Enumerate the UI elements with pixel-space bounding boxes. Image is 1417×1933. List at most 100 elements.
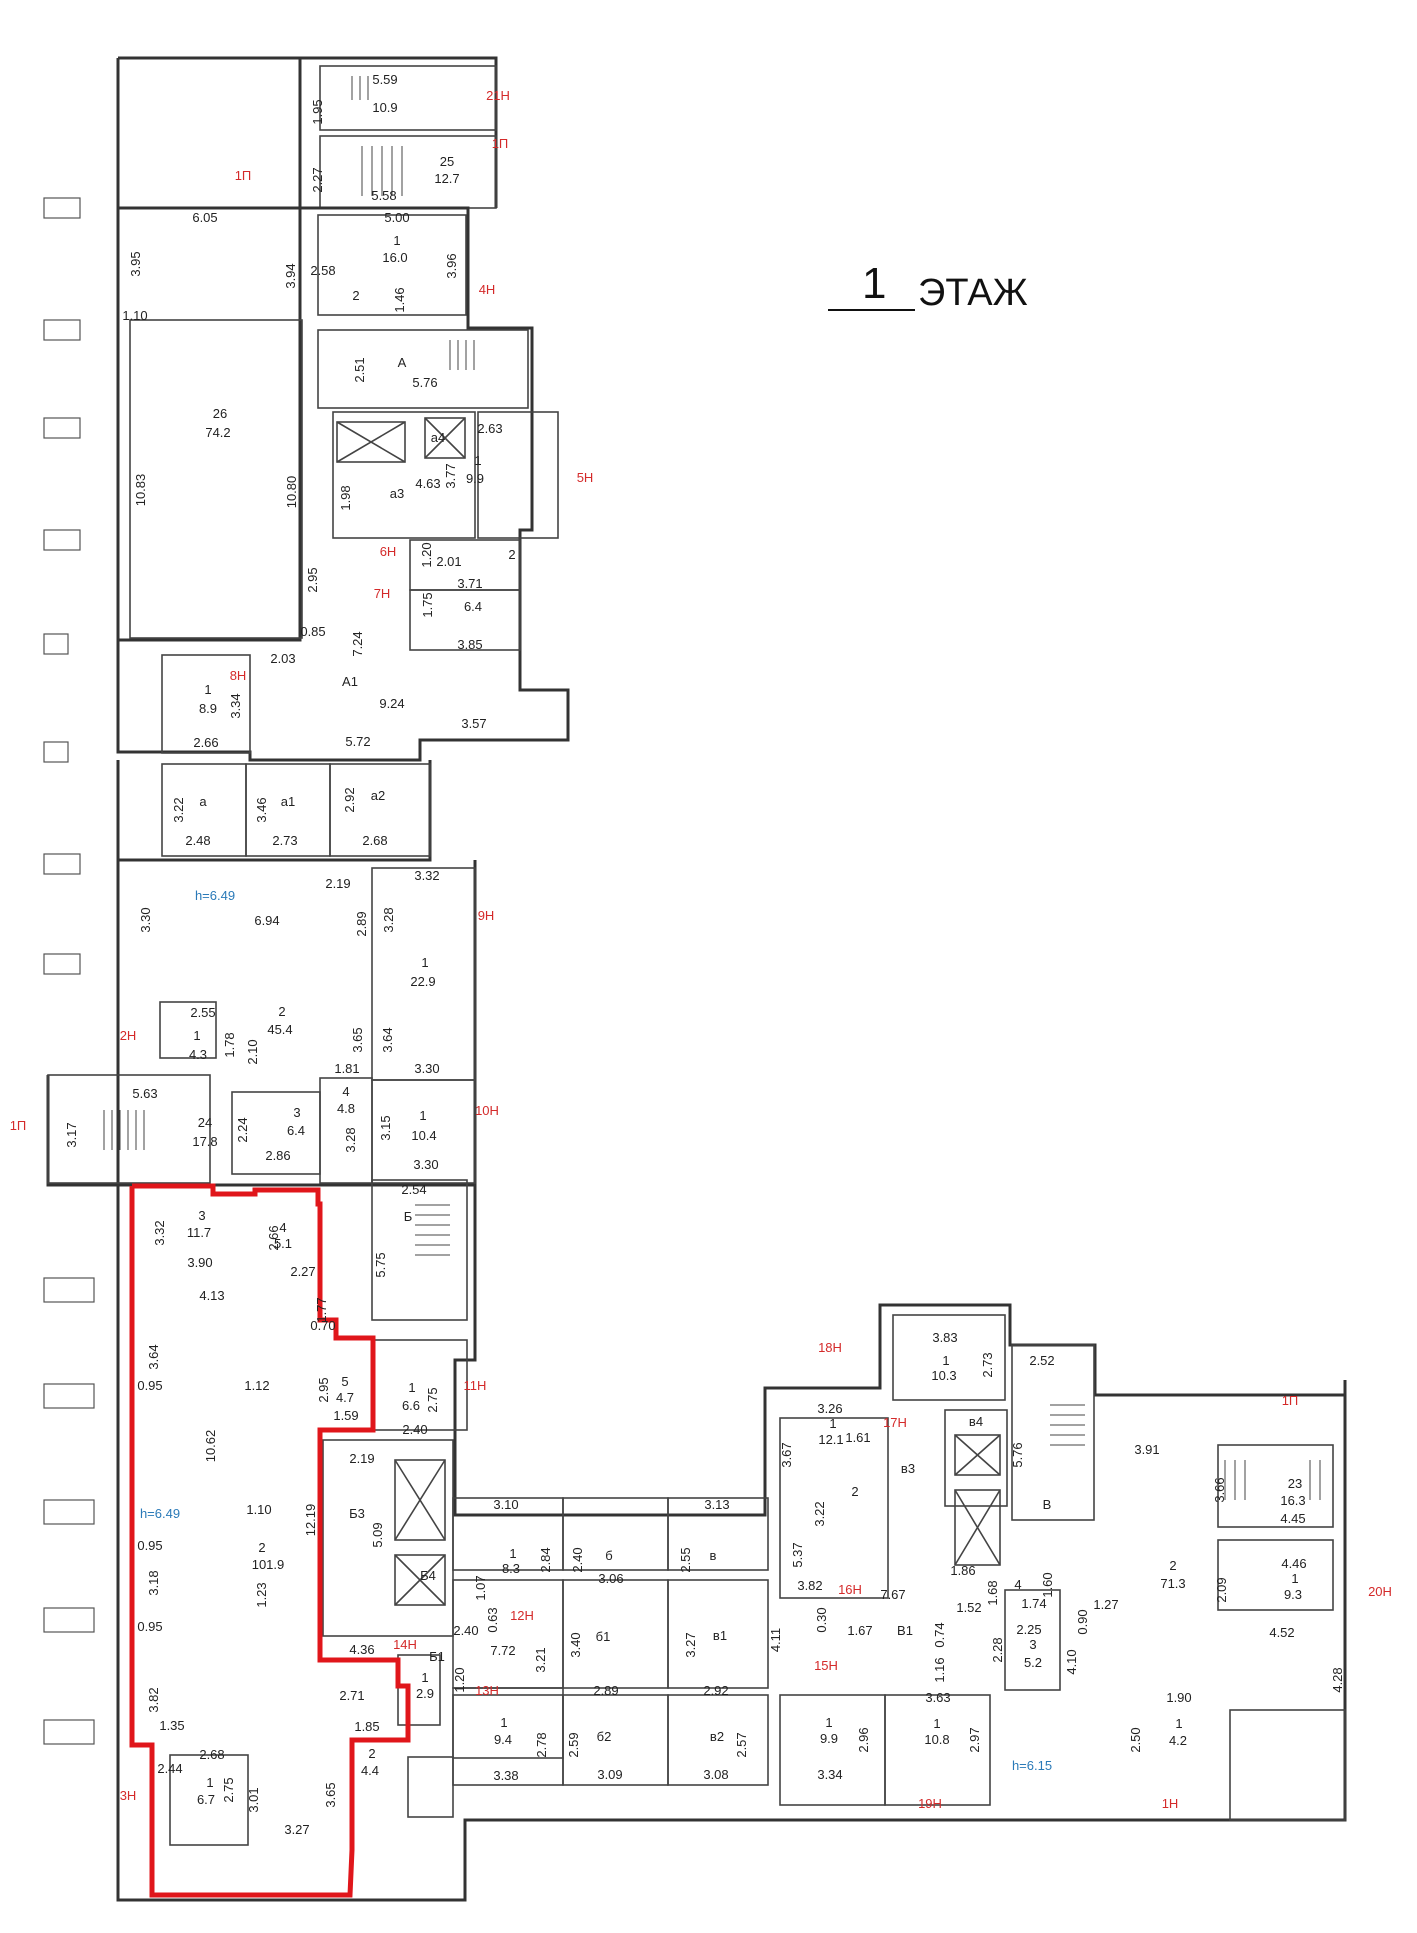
plan-label: 17Н [883,1415,907,1430]
plan-label: 3.65 [323,1782,338,1807]
plan-label: 3.90 [187,1255,212,1270]
plan-label: 2 [278,1004,285,1019]
plan-label: 1 [204,682,211,697]
plan-label: 2.84 [538,1547,553,1572]
plan-label: 2.58 [310,263,335,278]
plan-label: 1.52 [956,1600,981,1615]
plan-label: 2.75 [425,1387,440,1412]
plan-label: 26 [213,406,227,421]
plan-label: В1 [897,1623,913,1638]
plan-label: А [398,355,407,370]
plan-label: 4.36 [349,1642,374,1657]
plan-label: 4.45 [1280,1511,1305,1526]
plan-label: 2.55 [190,1005,215,1020]
plan-label: 3.28 [381,907,396,932]
plan-label: 3.71 [457,576,482,591]
plan-label: 11Н [464,1378,487,1393]
plan-label: б2 [597,1729,612,1744]
plan-label: 1П [1282,1393,1299,1408]
plan-label: 2 [508,547,515,562]
plan-label: 2.40 [570,1547,585,1572]
plan-label: 1.35 [159,1718,184,1733]
plan-label: 2.19 [349,1451,374,1466]
plan-label: 1 [421,955,428,970]
plan-label: 2 [352,288,359,303]
plan-label: 1П [10,1118,27,1133]
plan-label: 5.37 [790,1542,805,1567]
plan-label: 1.90 [1166,1690,1191,1705]
plan-label: 3.64 [380,1027,395,1052]
plan-label: 2.25 [1016,1622,1041,1637]
plan-label: 19Н [918,1796,942,1811]
plan-label: 16.3 [1280,1493,1305,1508]
plan-label: б [605,1548,612,1563]
plan-label: 10.9 [372,100,397,115]
plan-label: 3.64 [146,1344,161,1369]
plan-label: 16.0 [382,250,407,265]
plan-label: 6.05 [192,210,217,225]
plan-label: 3.10 [493,1497,518,1512]
plan-label: 4.4 [361,1763,379,1778]
plan-label: 0.70 [310,1318,335,1333]
plan-label: 1 [933,1716,940,1731]
plan-label: h=6.49 [195,888,235,903]
plan-label: 1 [206,1775,213,1790]
plan-label: 6.4 [464,599,482,614]
plan-label: а1 [281,794,295,809]
plan-label: 2 [1169,1558,1176,1573]
plan-label: 4.13 [199,1288,224,1303]
plan-label: 2.57 [734,1732,749,1757]
plan-label: 2.86 [265,1148,290,1163]
floor-word: ЭТАЖ [918,272,1028,314]
plan-label: 6.94 [254,913,279,928]
plan-label: 3.15 [378,1115,393,1140]
plan-label: 1.07 [473,1575,488,1600]
plan-label: 15Н [814,1658,838,1673]
plan-label: 1 [825,1715,832,1730]
plan-label: 71.3 [1160,1576,1185,1591]
plan-label: 9.3 [1284,1587,1302,1602]
plan-label: 2.09 [1214,1577,1229,1602]
plan-label: 5.72 [345,734,370,749]
plan-label: 4.46 [1281,1556,1306,1571]
plan-label: 1.67 [847,1623,872,1638]
plan-label: 1.75 [420,592,435,617]
plan-label: в1 [713,1628,727,1643]
plan-label: 3 [198,1208,205,1223]
plan-label: 1.85 [354,1719,379,1734]
plan-label: 1 [500,1715,507,1730]
plan-label: 0.30 [814,1607,829,1632]
plan-label: 12.7 [434,171,459,186]
plan-label: 2Н [120,1028,137,1043]
plan-label: 22.9 [410,974,435,989]
plan-label: 2.01 [436,554,461,569]
plan-label: 1.68 [985,1580,1000,1605]
plan-label: 3.94 [283,263,298,288]
plan-label: 2.03 [270,651,295,666]
plan-label: 0.85 [300,624,325,639]
plan-label: 6.6 [402,1398,420,1413]
plan-label: 1 [1291,1571,1298,1586]
plan-label: 3.32 [152,1220,167,1245]
facade-window-markers [43,197,95,1745]
stair-treads [103,76,1321,1500]
plan-label: 5.75 [373,1252,388,1277]
plan-label: 14Н [393,1637,417,1652]
plan-label: 20Н [1368,1584,1392,1599]
plan-label: а [199,794,207,809]
plan-label: Б4 [420,1568,436,1583]
plan-label: В [1043,1497,1052,1512]
plan-label: 1.81 [334,1061,359,1076]
plan-label: 3.77 [443,463,458,488]
plan-label: 3.57 [461,716,486,731]
plan-label: 5.00 [384,210,409,225]
plan-label: 10.4 [411,1128,436,1143]
plan-label: 1.77 [314,1297,329,1322]
plan-label: 5.09 [370,1522,385,1547]
plan-label: 1П [235,168,252,183]
plan-label: 4.2 [1169,1733,1187,1748]
plan-label: 2 [851,1484,858,1499]
plan-label: 2.66 [266,1225,281,1250]
plan-label: в4 [969,1414,983,1429]
